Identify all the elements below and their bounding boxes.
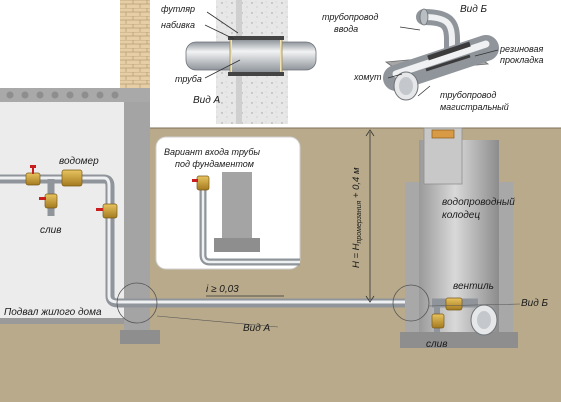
basement-floor: [0, 318, 124, 324]
label-slope: i ≥ 0,03: [206, 284, 239, 295]
valve-inset: [196, 175, 210, 191]
inset-footing: [214, 238, 260, 252]
callout-circle-a: [116, 282, 158, 324]
label-drain-right: слив: [426, 339, 447, 350]
label-water-meter: водомер: [59, 156, 99, 167]
floor-base: [0, 324, 120, 402]
meter-fitting: [61, 169, 83, 187]
well-hatch: [431, 129, 455, 139]
label-formula: H = Hпромерзания + 0,4 м: [351, 167, 363, 268]
label-pipe: труба: [175, 74, 202, 84]
label-view-a-bottom: Вид А: [243, 323, 271, 334]
well-drain-valve: [431, 313, 445, 329]
callout-circle-b: [392, 284, 430, 322]
inset-foundation: [222, 172, 252, 238]
label-variant-2: под фундаментом: [175, 159, 254, 169]
detail-casing: [185, 0, 317, 124]
label-drain-left: слив: [40, 225, 61, 236]
label-view-b-top: Вид Б: [460, 4, 488, 15]
label-clamp: хомут: [353, 72, 382, 82]
well-valve-body: [445, 297, 463, 311]
label-view-b-bottom: Вид Б: [521, 298, 549, 309]
foundation-footing: [114, 330, 160, 344]
callout-line-a: [156, 315, 279, 328]
callout-line-b: [428, 303, 521, 307]
label-basement: Подвал жилого дома: [4, 307, 102, 318]
label-rubber-gasket-1: резиновая: [499, 44, 544, 54]
label-view-a-top: Вид А: [193, 95, 221, 106]
slab-holes: [6, 91, 119, 99]
label-main-pipeline-2: магистральный: [440, 102, 509, 112]
brick-wall: [120, 0, 150, 88]
label-well-2: колодец: [442, 210, 480, 221]
label-main-pipeline-1: трубопровод: [440, 90, 496, 100]
label-packing: набивка: [161, 20, 195, 30]
well-base: [400, 332, 518, 348]
label-valve: вентиль: [453, 281, 494, 292]
slab-beam: [0, 88, 150, 102]
label-inlet-pipeline-1: трубопровод: [322, 12, 378, 22]
label-casing: футляр: [161, 4, 195, 14]
detail-clamp: [383, 8, 499, 101]
label-well-1: водопроводный: [442, 197, 515, 208]
label-variant-1: Вариант входа трубы: [164, 147, 260, 157]
label-rubber-gasket-2: прокладка: [500, 55, 544, 65]
valve-body-3: [102, 203, 118, 219]
foundation-wall: [124, 102, 150, 330]
label-inlet-pipeline-2: ввода: [334, 24, 358, 34]
valve-body-2: [44, 193, 58, 209]
well-outer-left: [405, 182, 419, 332]
valve-body-1: [25, 172, 41, 186]
svg-text:H = Hпромерзания + 0,4 м: H = Hпромерзания + 0,4 м: [351, 167, 363, 268]
well-outer-right: [499, 182, 513, 332]
